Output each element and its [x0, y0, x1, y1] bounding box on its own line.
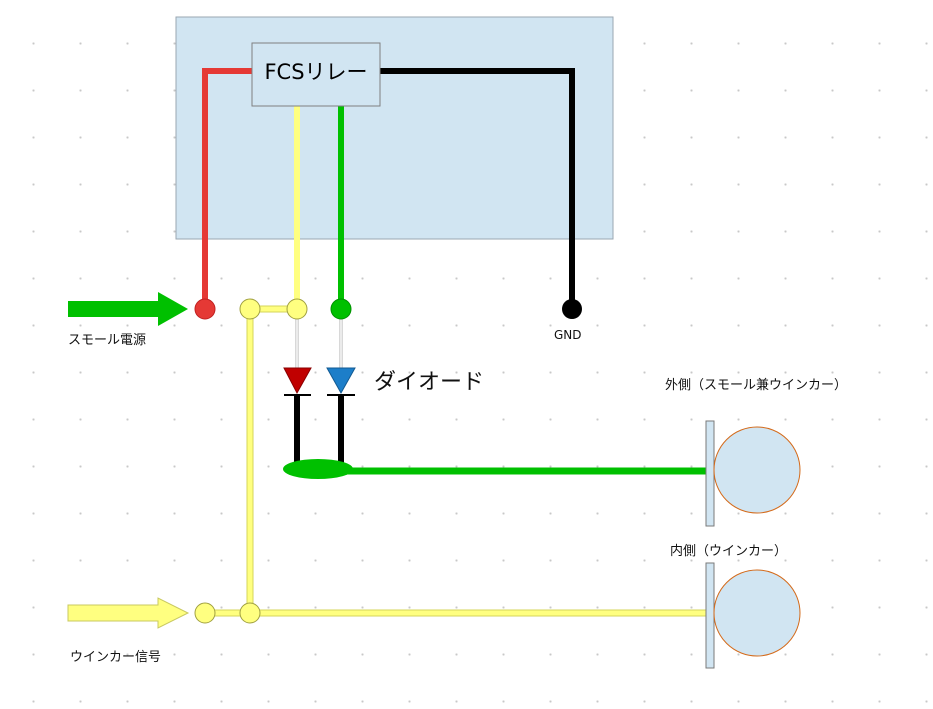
outer-lamp-socket	[705, 420, 715, 527]
yellow-junction	[239, 602, 261, 624]
control-box	[175, 16, 614, 240]
relay-box	[251, 42, 381, 107]
red-wire	[202, 68, 252, 309]
inner-lamp	[713, 569, 801, 657]
winker-signal-label: ウインカー信号	[70, 650, 162, 665]
red-diode	[283, 367, 312, 395]
yellow-terminal-right	[286, 298, 308, 320]
outer-lamp	[713, 426, 801, 514]
yellow-terminal-left	[239, 298, 261, 320]
gnd-label: GND	[554, 328, 582, 342]
small-power-label: スモール電源	[68, 333, 147, 348]
blue-diode	[326, 367, 356, 395]
diode-label: ダイオード	[374, 370, 485, 395]
black-wire	[380, 68, 575, 309]
inner-lamp-socket	[705, 562, 715, 669]
gnd-terminal	[562, 299, 582, 319]
yellow-signal-terminal	[194, 602, 216, 624]
small-power-arrow	[68, 292, 188, 326]
green-terminal	[330, 298, 352, 320]
green-junction	[283, 459, 353, 479]
winker-signal-arrow	[67, 597, 190, 629]
red-terminal	[194, 298, 216, 320]
outer-lamp-label: 外側（スモール兼ウインカー）	[665, 378, 848, 393]
inner-lamp-label: 内側（ウインカー）	[670, 544, 788, 559]
relay-label: FCSリレー	[264, 60, 368, 84]
